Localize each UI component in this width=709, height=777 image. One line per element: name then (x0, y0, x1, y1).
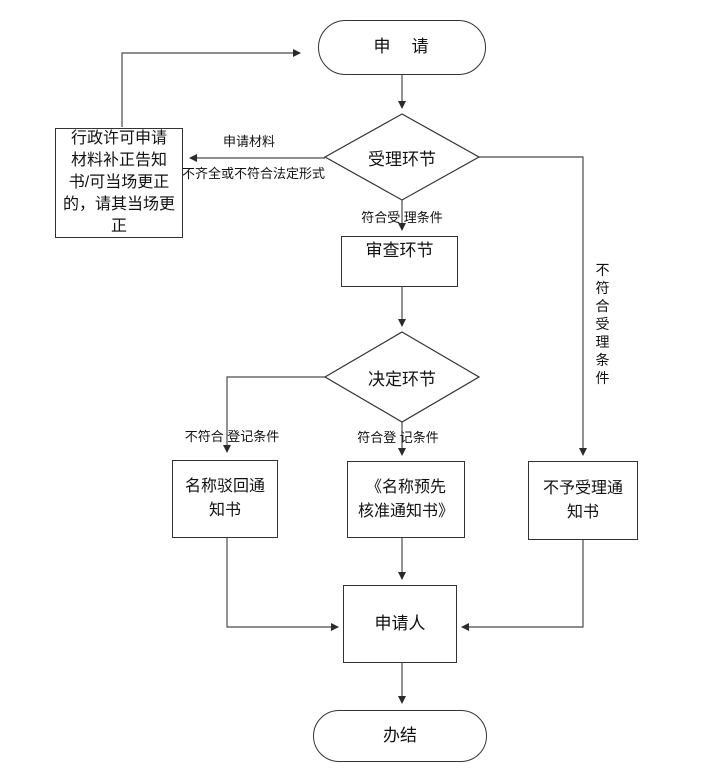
correction-notice-node: 行政许可申请 材料补正告知 书/可当场更正 的，请其当场更 正 (55, 128, 183, 238)
decide-stage-diamond (323, 331, 481, 423)
rejection-notice-node: 名称驳回通 知书 (172, 460, 278, 538)
review-stage-label: 审查环节 (365, 241, 434, 260)
review-stage-node: 审查环节 (341, 236, 458, 287)
apply-label: 申 请 (373, 37, 431, 57)
edge-label-meets-acceptance: 符合受 理条件 (361, 210, 443, 225)
edge-label-materials-condition: 不齐全或不符合法定形式 (182, 166, 326, 181)
not-accepted-notice-node: 不予受理通 知书 (528, 461, 638, 540)
edge-correction-to-apply (121, 49, 301, 127)
applicant-node: 申请人 (343, 585, 457, 663)
approval-notice-node: 《名称预先 核准通知书》 (347, 461, 465, 538)
complete-label: 办结 (383, 725, 417, 745)
edge-label-not-meets-acceptance: 不符合受理条件 (595, 262, 610, 386)
edge-decide-to-rejection (223, 376, 325, 453)
edge-notaccepted-to-applicant (461, 540, 584, 631)
edge-rejection-to-applicant (226, 538, 339, 631)
not-accepted-notice-label: 不予受理通 知书 (542, 479, 623, 521)
complete-node: 办结 (313, 710, 487, 762)
edge-label-not-meets-registration: 不符合 登记条件 (184, 429, 280, 444)
applicant-label: 申请人 (374, 613, 426, 633)
accept-stage-diamond (323, 113, 481, 201)
approval-notice-label: 《名称预先 核准通知书》 (357, 478, 454, 520)
correction-notice-label: 行政许可申请 材料补正告知 书/可当场更正 的，请其当场更 正 (62, 130, 175, 235)
edge-accept-to-notaccepted (479, 156, 587, 456)
edge-label-materials-title: 申请材料 (222, 134, 275, 149)
edge-label-meets-registration: 符合登 记条件 (357, 430, 439, 445)
rejection-notice-label: 名称驳回通 知书 (184, 478, 265, 519)
apply-node: 申 请 (318, 20, 486, 75)
